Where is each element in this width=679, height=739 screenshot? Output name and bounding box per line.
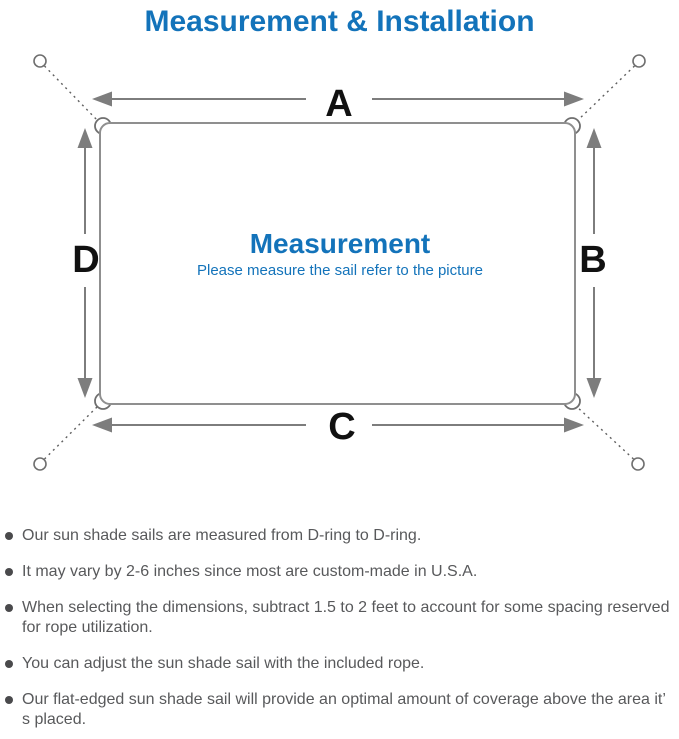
dimension-label-c: C xyxy=(328,406,355,448)
dimension-arrow-d xyxy=(77,128,93,398)
bullet-icon xyxy=(5,568,13,576)
note-item-subtract-feet: When selecting the dimensions, subtract … xyxy=(5,598,671,638)
anchor-circle-top-right xyxy=(632,54,646,68)
anchor-circle-top-left xyxy=(33,54,47,68)
note-item-vary-inches: It may vary by 2-6 inches since most are… xyxy=(5,562,671,582)
page-title: Measurement & Installation xyxy=(144,5,535,38)
note-item-measured-d-ring: Our sun shade sails are measured from D-… xyxy=(5,526,671,546)
note-text: It may vary by 2-6 inches since most are… xyxy=(22,563,478,580)
bullet-icon xyxy=(5,660,13,668)
note-text: Our sun shade sails are measured from D-… xyxy=(22,527,422,544)
tension-line-bottom-left xyxy=(44,405,99,460)
note-item-flat-edged-coverage: Our flat-edged sun shade sail will provi… xyxy=(5,690,671,730)
tension-line-top-left xyxy=(43,65,99,122)
dimension-label-d: D xyxy=(72,239,99,281)
dimension-arrow-b xyxy=(586,128,602,398)
bullet-icon xyxy=(5,604,13,612)
note-item-adjust-rope: You can adjust the sun shade sail with t… xyxy=(5,654,671,674)
bullet-icon xyxy=(5,696,13,704)
tension-line-bottom-right xyxy=(575,405,634,460)
anchor-points xyxy=(33,54,646,471)
dimension-label-b: B xyxy=(579,239,606,281)
bullet-icon xyxy=(5,532,13,540)
dimension-arrow-a xyxy=(92,91,584,107)
tension-line-top-right xyxy=(576,65,635,122)
dimension-label-a: A xyxy=(325,83,352,125)
sail-outline xyxy=(99,122,576,405)
measurement-notes-list: Our sun shade sails are measured from D-… xyxy=(0,526,679,730)
dimension-arrow-c xyxy=(92,417,584,433)
anchor-circle-bottom-left xyxy=(33,457,47,471)
note-text: When selecting the dimensions, subtract … xyxy=(22,599,670,636)
sail-measurement-diagram: A C D B Measurement Please measure the s… xyxy=(33,54,646,471)
anchor-circle-bottom-right xyxy=(631,457,645,471)
tension-lines xyxy=(43,65,635,460)
diagram-center-subtitle: Please measure the sail refer to the pic… xyxy=(197,262,483,279)
diagram-center-title: Measurement xyxy=(250,228,431,259)
note-text: Our flat-edged sun shade sail will provi… xyxy=(22,691,666,728)
note-text: You can adjust the sun shade sail with t… xyxy=(22,655,425,672)
